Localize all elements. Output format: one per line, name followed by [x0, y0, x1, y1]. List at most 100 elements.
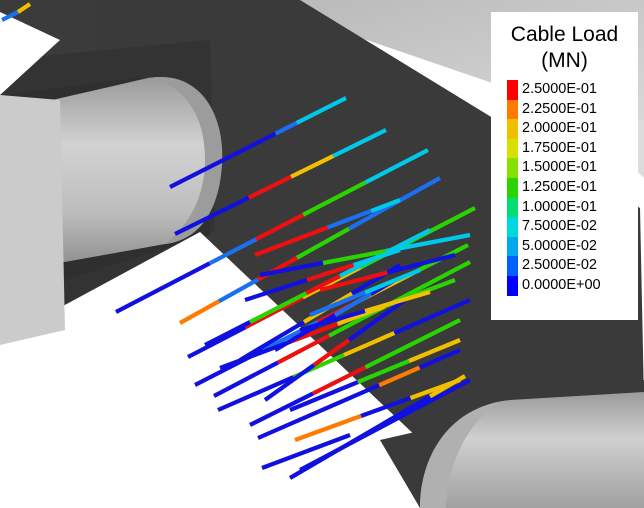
cable-segment	[357, 359, 410, 384]
cable-segment	[347, 298, 407, 342]
cable-segment	[393, 298, 471, 335]
cable-segment	[217, 375, 295, 412]
cable-segment	[255, 212, 305, 241]
cable-segment	[247, 174, 292, 200]
cable-segment	[408, 338, 461, 363]
legend-swatch	[507, 276, 518, 296]
cable-segment	[418, 348, 461, 370]
legend-swatch	[507, 236, 518, 257]
legend-label: 5.0000E-02	[522, 237, 597, 254]
cable	[249, 318, 461, 427]
legend-swatch	[507, 197, 518, 218]
legend-label: 1.7500E-01	[522, 139, 597, 156]
cable-segment	[385, 232, 471, 254]
cable-segment	[249, 291, 308, 324]
legend-swatch	[507, 119, 518, 139]
block-dark-face	[90, 0, 644, 455]
upper-left-white	[0, 12, 60, 95]
cable-segment	[364, 289, 431, 314]
legend-swatch	[507, 99, 518, 120]
cable	[257, 348, 461, 440]
cable	[299, 378, 471, 472]
legend-entry: 7.5000E-02	[507, 217, 635, 237]
cable-segment	[290, 154, 335, 179]
left-gray-block	[0, 95, 65, 345]
cable	[259, 232, 471, 278]
cable	[254, 198, 401, 257]
cable-segment	[319, 270, 389, 293]
cable-segment	[16, 2, 32, 14]
cable-segment	[322, 248, 387, 266]
cable-segment	[261, 433, 351, 470]
cable-segment	[294, 414, 362, 442]
legend-entry: 2.0000E-01	[507, 119, 635, 139]
legend-entry: 0.0000E+00	[507, 276, 635, 296]
cable	[217, 298, 471, 412]
cable	[309, 268, 421, 317]
cable-segment	[289, 380, 359, 412]
cable-segment	[312, 338, 351, 367]
cable-segment	[213, 360, 279, 398]
cable-segment	[217, 277, 260, 304]
cable-segment	[305, 274, 341, 296]
cable-segment	[392, 260, 471, 305]
legend-entry: 1.5000E-01	[507, 158, 635, 178]
cable-segment	[333, 292, 373, 317]
cable-segment	[254, 225, 329, 257]
legend-entry: 2.5000E-01	[507, 80, 635, 100]
legend-label: 2.5000E-01	[522, 81, 597, 97]
cable	[319, 252, 456, 293]
cable	[174, 128, 387, 236]
cable-segment	[299, 308, 366, 333]
floor-white	[0, 232, 420, 508]
legend-label: 1.5000E-01	[522, 159, 597, 176]
cable-segment	[263, 363, 316, 402]
cable-segment	[244, 278, 308, 302]
legend-swatch	[507, 138, 518, 159]
cable-segment	[378, 365, 421, 388]
cable-segment	[249, 391, 314, 427]
cable-segment	[364, 268, 421, 295]
legend-label: 2.2500E-01	[522, 100, 597, 117]
legend-label: 0.0000E+00	[522, 277, 601, 293]
legend-swatch	[507, 158, 518, 178]
cable-segment	[295, 96, 347, 125]
legend-swatch	[507, 217, 518, 237]
legend-label: 2.0000E-01	[522, 120, 597, 137]
cable	[115, 148, 429, 314]
cable-segment	[306, 263, 355, 282]
cable	[1, 10, 19, 22]
cable-segment	[370, 198, 401, 213]
cable-segment	[428, 374, 467, 399]
cable	[16, 2, 32, 14]
cable-segment	[1, 10, 19, 22]
cable-segment	[360, 396, 412, 418]
cable-segment	[364, 148, 429, 185]
cable	[289, 338, 461, 412]
cable-segment	[332, 128, 387, 158]
cable	[299, 289, 431, 333]
cable-segment	[326, 209, 372, 230]
cable-segment	[417, 318, 461, 343]
lower-cylinder	[420, 392, 644, 508]
cable	[263, 298, 407, 402]
cable-segment	[277, 333, 331, 365]
cable	[261, 433, 351, 470]
cable-segment	[169, 131, 277, 189]
cable-segment	[295, 226, 351, 260]
legend-entry: 1.2500E-01	[507, 178, 635, 198]
cable-segment	[204, 320, 251, 347]
cable-segment	[259, 260, 324, 278]
cable-segment	[174, 195, 250, 236]
cable-segment	[317, 383, 381, 414]
legend-label: 1.2500E-01	[522, 179, 597, 195]
legend-swatch	[507, 178, 518, 198]
cable-segment	[115, 261, 211, 314]
cable	[169, 96, 347, 189]
cable-segment	[343, 331, 396, 357]
legend-label: 2.5000E-02	[522, 257, 597, 274]
cable-segment	[187, 325, 247, 359]
legend-label: 1.0000E-01	[522, 198, 597, 215]
